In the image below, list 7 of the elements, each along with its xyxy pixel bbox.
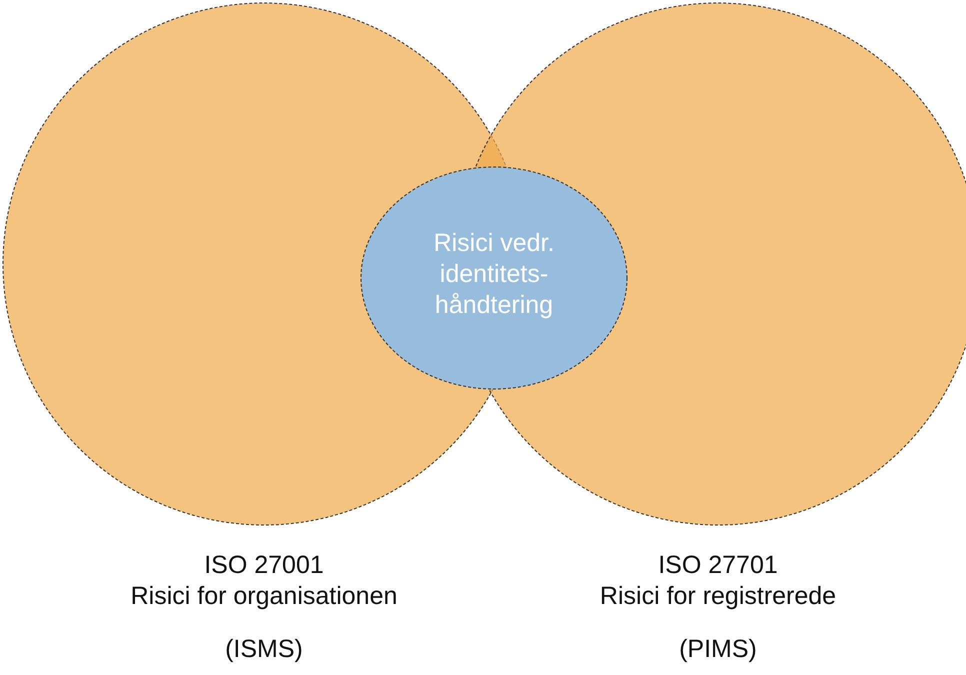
circle-label: ISO 27001 (203, 550, 325, 581)
circle-label: Risici for registrerede (598, 581, 838, 612)
circle-label: Risici for organisationen (130, 581, 398, 612)
ellipse-label: Risici vedr. identitets- håndtering (432, 228, 556, 321)
circle-label: (ISMS) (224, 634, 304, 665)
circle-label: (PIMS) (678, 634, 758, 665)
circle-label: ISO 27701 (657, 550, 779, 581)
